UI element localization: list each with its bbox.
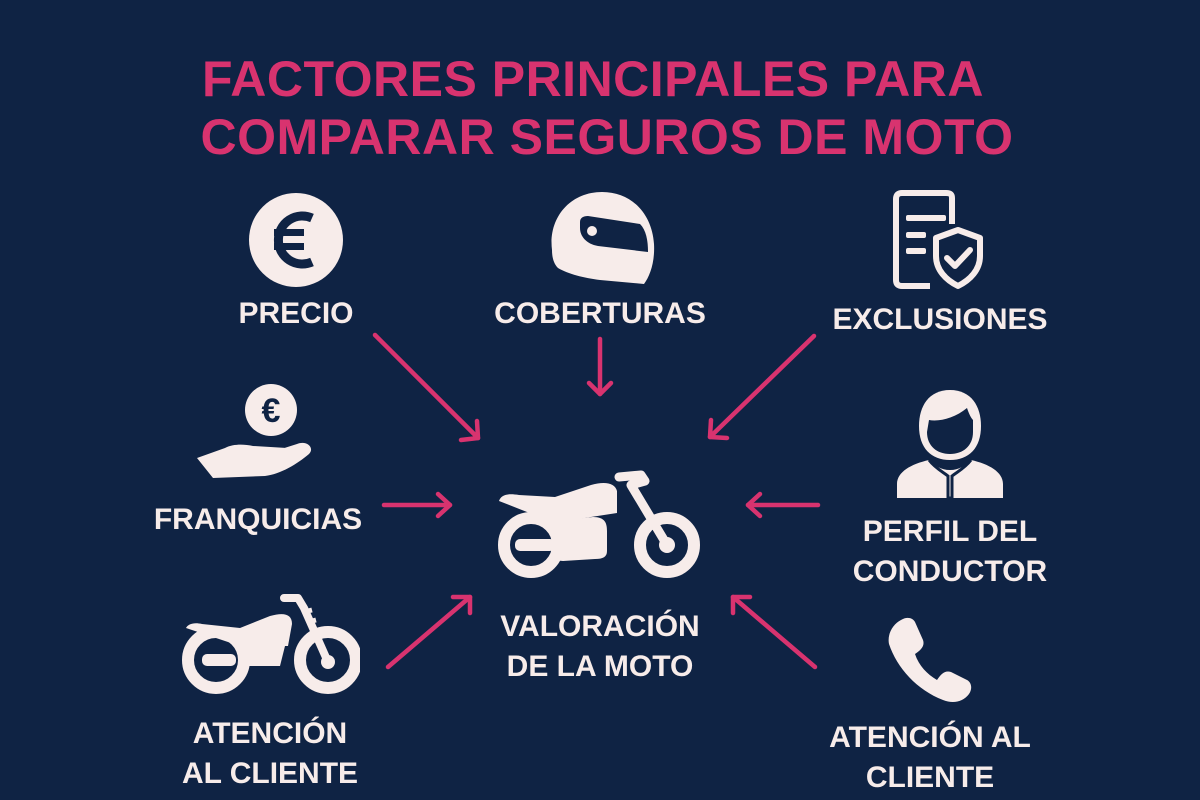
svg-text:€: € xyxy=(262,392,281,430)
person-icon xyxy=(897,390,1003,498)
phone-icon xyxy=(888,617,972,702)
factor-label: EXCLUSIONES xyxy=(832,303,1048,336)
arrow-exclusiones xyxy=(707,333,817,441)
factor-coberturas: COBERTURAS xyxy=(480,188,720,334)
factor-label: FRANQUICIAS xyxy=(153,503,363,536)
page-title: FACTORES PRINCIPALES PARA COMPARAR SEGUR… xyxy=(0,50,1200,166)
factor-label: ATENCIÓN AL CLIENTE xyxy=(181,717,359,790)
arrow-precio xyxy=(372,332,481,443)
factor-label: PRECIO xyxy=(238,297,354,330)
factor-atencion-left: ATENCIÓN AL CLIENTE xyxy=(150,592,390,794)
factor-atencion-right: ATENCIÓN AL CLIENTE xyxy=(810,614,1050,798)
motorcycle-icon xyxy=(182,594,360,694)
factor-franquicias: € FRANQUICIAS xyxy=(138,382,378,540)
motorcycle-icon xyxy=(498,470,700,578)
arrow-franquicias xyxy=(381,491,453,519)
title-line-2: COMPARAR SEGUROS DE MOTO xyxy=(200,109,1014,165)
factor-label: COBERTURAS xyxy=(494,297,706,330)
center-label: VALORACIÓN DE LA MOTO xyxy=(500,610,700,683)
hand-coin-icon: € xyxy=(197,384,312,478)
factor-label: PERFIL DEL CONDUCTOR xyxy=(852,515,1048,588)
euro-coin-icon xyxy=(249,193,343,287)
arrow-coberturas xyxy=(586,336,614,397)
arrow-perfil xyxy=(745,491,821,519)
document-shield-icon xyxy=(893,190,983,289)
factor-exclusiones: EXCLUSIONES xyxy=(820,190,1060,340)
arrow-atencion-left xyxy=(385,594,473,670)
factor-precio: PRECIO xyxy=(196,190,396,334)
helmet-icon xyxy=(551,192,655,284)
arrow-atencion-right xyxy=(730,594,818,670)
title-line-1: FACTORES PRINCIPALES PARA xyxy=(201,51,985,107)
factor-label: ATENCIÓN AL CLIENTE xyxy=(829,721,1031,794)
factor-perfil: PERFIL DEL CONDUCTOR xyxy=(830,388,1070,592)
center-valoracion: VALORACIÓN DE LA MOTO xyxy=(480,465,720,687)
